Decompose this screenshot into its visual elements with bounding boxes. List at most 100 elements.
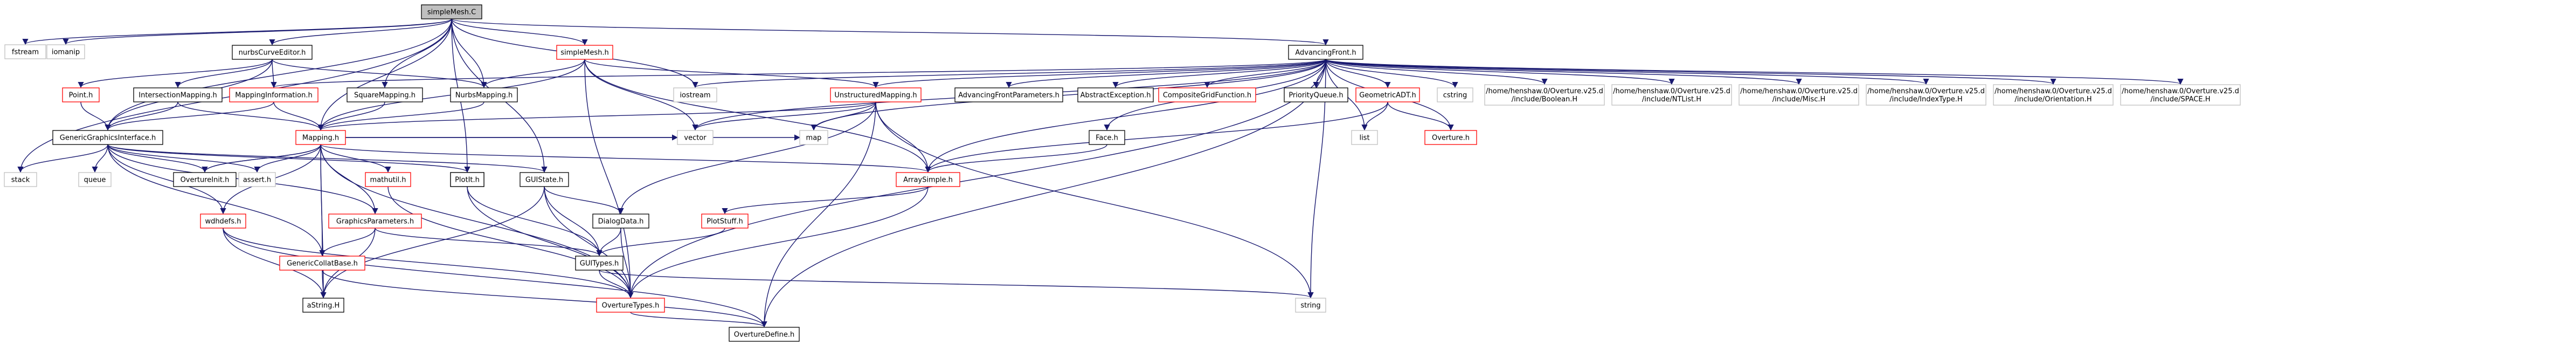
node-unstr[interactable]: UnstructuredMapping.h — [830, 87, 922, 102]
node-nurbsCurveEditor[interactable]: nurbsCurveEditor.h — [232, 45, 313, 60]
edge-unstr-to-map — [811, 101, 876, 131]
edge-gparams-to-guitypes — [375, 228, 603, 257]
edge-advfront-to-unstr — [872, 59, 1326, 88]
node-box-mathutil — [365, 172, 411, 187]
node-label-overtureh: Overture.h — [1432, 134, 1470, 142]
node-label-stack: stack — [11, 176, 30, 184]
node-gparams[interactable]: GraphicsParameters.h — [328, 214, 422, 229]
edge-unstr-to-mappingh — [317, 101, 876, 131]
node-pointh[interactable]: Point.h — [62, 87, 100, 102]
edge-advfront-to-inc3 — [1325, 59, 1802, 85]
node-label-gencolbase: GenericCollatBase.h — [287, 260, 358, 268]
node-mathutil[interactable]: mathutil.h — [365, 172, 411, 187]
node-label-sqmap: SquareMapping.h — [354, 92, 416, 100]
node-intermap[interactable]: IntersectionMapping.h — [133, 87, 223, 102]
edge-mappingh-to-assert — [254, 144, 321, 173]
node-wdhdefs[interactable]: wdhdefs.h — [200, 214, 246, 229]
node-label-mapinfo: MappingInformation.h — [235, 92, 312, 100]
edge-simplxh-to-arraysimple — [584, 59, 931, 173]
node-label-unstr: UnstructuredMapping.h — [834, 92, 917, 100]
node-mappingh[interactable]: Mapping.h — [295, 130, 346, 145]
node-dialogdata[interactable]: DialogData.h — [592, 214, 649, 229]
node-plotit2[interactable]: PlotIt.h — [450, 172, 484, 187]
node-gencolbase[interactable]: GenericCollatBase.h — [279, 256, 365, 271]
edge-advfront-to-afparams — [1006, 59, 1326, 88]
node-overtypes[interactable]: OvertureTypes.h — [596, 298, 665, 313]
node-box-arraysimple — [896, 172, 960, 187]
edge-gparams-to-gencolbase — [319, 228, 376, 257]
node-label-inc5: /home/henshaw.0/Overture.v25.d/include/O… — [1995, 87, 2112, 104]
node-plotstuff[interactable]: PlotStuff.h — [701, 214, 749, 229]
node-compgrid[interactable]: CompositeGridFunction.h — [1158, 87, 1256, 102]
edge-unstr-to-overdefine — [761, 101, 876, 328]
node-sqmap[interactable]: SquareMapping.h — [347, 87, 423, 102]
edge-root-to-mappingh — [317, 18, 452, 131]
node-label-arraysimple: ArraySimple.h — [903, 176, 953, 184]
edge-pointh-to-ggi — [80, 101, 111, 131]
node-box-inc1 — [1484, 84, 1605, 106]
node-inc1: /home/henshaw.0/Overture.v25.d/include/B… — [1484, 84, 1605, 106]
node-assert: assert.h — [238, 172, 276, 187]
node-arraysimple[interactable]: ArraySimple.h — [896, 172, 960, 187]
node-label-mathutil: mathutil.h — [370, 176, 406, 184]
node-overtureinit[interactable]: OvertureInit.h — [173, 172, 237, 187]
node-nurbsmap[interactable]: NurbsMapping.h — [450, 87, 518, 102]
node-box-astring — [302, 298, 344, 313]
node-overdefine[interactable]: OvertureDefine.h — [729, 327, 800, 342]
node-box-unstr — [830, 87, 922, 102]
edge-mappingh-to-gencolbase — [319, 144, 326, 257]
node-ggi[interactable]: GenericGraphicsInterface.h — [52, 130, 163, 145]
edge-advfront-to-arraysimple — [925, 59, 1326, 173]
edge-advfront-to-overdefine — [761, 59, 1326, 328]
node-box-gencolbase — [279, 256, 365, 271]
edge-geomadt-to-overtureh — [1387, 101, 1454, 131]
node-box-iostream — [673, 87, 717, 102]
edge-dialogdata-to-overtypes — [620, 228, 634, 299]
edge-advfront-to-mapinfo — [271, 59, 1326, 88]
edge-advfront-to-overtypes — [627, 59, 1326, 299]
node-box-overtureinit — [173, 172, 237, 187]
node-box-list — [1351, 130, 1378, 145]
edge-simplxh-to-nurbsmap — [481, 59, 585, 88]
node-mapinfo[interactable]: MappingInformation.h — [229, 87, 318, 102]
node-afparams[interactable]: AdvancingFrontParameters.h — [954, 87, 1063, 102]
node-label-plotit2: PlotIt.h — [455, 176, 480, 184]
node-abstractexc[interactable]: AbstractException.h — [1077, 87, 1154, 102]
edge-ggi-to-guistate — [107, 144, 548, 173]
node-label-inc6: /home/henshaw.0/Overture.v25.d/include/S… — [2122, 87, 2239, 104]
node-simplxh[interactable]: simpleMesh.h — [556, 45, 613, 60]
node-label-ggi: GenericGraphicsInterface.h — [60, 134, 156, 142]
node-guitypes[interactable]: GUITypes.h — [575, 256, 624, 271]
node-overtureh[interactable]: Overture.h — [1424, 130, 1477, 145]
node-astring[interactable]: aString.H — [302, 298, 344, 313]
node-box-map — [799, 130, 828, 145]
edge-arraysimple-to-overtypes — [627, 186, 929, 299]
edge-ggi-to-stack — [17, 144, 108, 173]
node-box-guitypes — [575, 256, 624, 271]
edge-nurbsCurveEditor-to-pointh — [78, 59, 273, 88]
node-label-vector: vector — [684, 134, 707, 142]
node-label-simplxh: simpleMesh.h — [560, 49, 609, 57]
node-label-inc1: /home/henshaw.0/Overture.v25.d/include/B… — [1486, 87, 1603, 104]
node-prioq[interactable]: PriorityQueue.h — [1284, 87, 1348, 102]
edge-unstr-to-arraysimple — [875, 101, 931, 173]
node-stack: stack — [4, 172, 37, 187]
node-faceh[interactable]: Face.h — [1089, 130, 1125, 145]
node-root[interactable]: simpleMesh.C — [421, 4, 482, 19]
node-box-overdefine — [729, 327, 800, 342]
node-label-root: simpleMesh.C — [427, 9, 476, 17]
node-label-iomanip: iomanip — [52, 49, 80, 57]
node-guistate[interactable]: GUIState.h — [520, 172, 569, 187]
node-label-mappingh: Mapping.h — [302, 134, 339, 142]
edge-advfront-to-inc2 — [1325, 59, 1675, 85]
edge-guistate-to-astring — [320, 186, 545, 299]
edge-simplxh-to-vector — [584, 59, 698, 131]
node-advfront[interactable]: AdvancingFront.h — [1288, 45, 1363, 60]
node-label-iostream: iostream — [680, 92, 710, 100]
node-box-abstractexc — [1077, 87, 1154, 102]
node-box-inc3 — [1739, 84, 1859, 106]
edge-advfront-to-inc5 — [1325, 59, 2056, 85]
node-geomadt[interactable]: GeometricADT.h — [1355, 87, 1420, 102]
node-label-prioq: PriorityQueue.h — [1289, 92, 1343, 100]
node-box-inc2 — [1611, 84, 1732, 106]
